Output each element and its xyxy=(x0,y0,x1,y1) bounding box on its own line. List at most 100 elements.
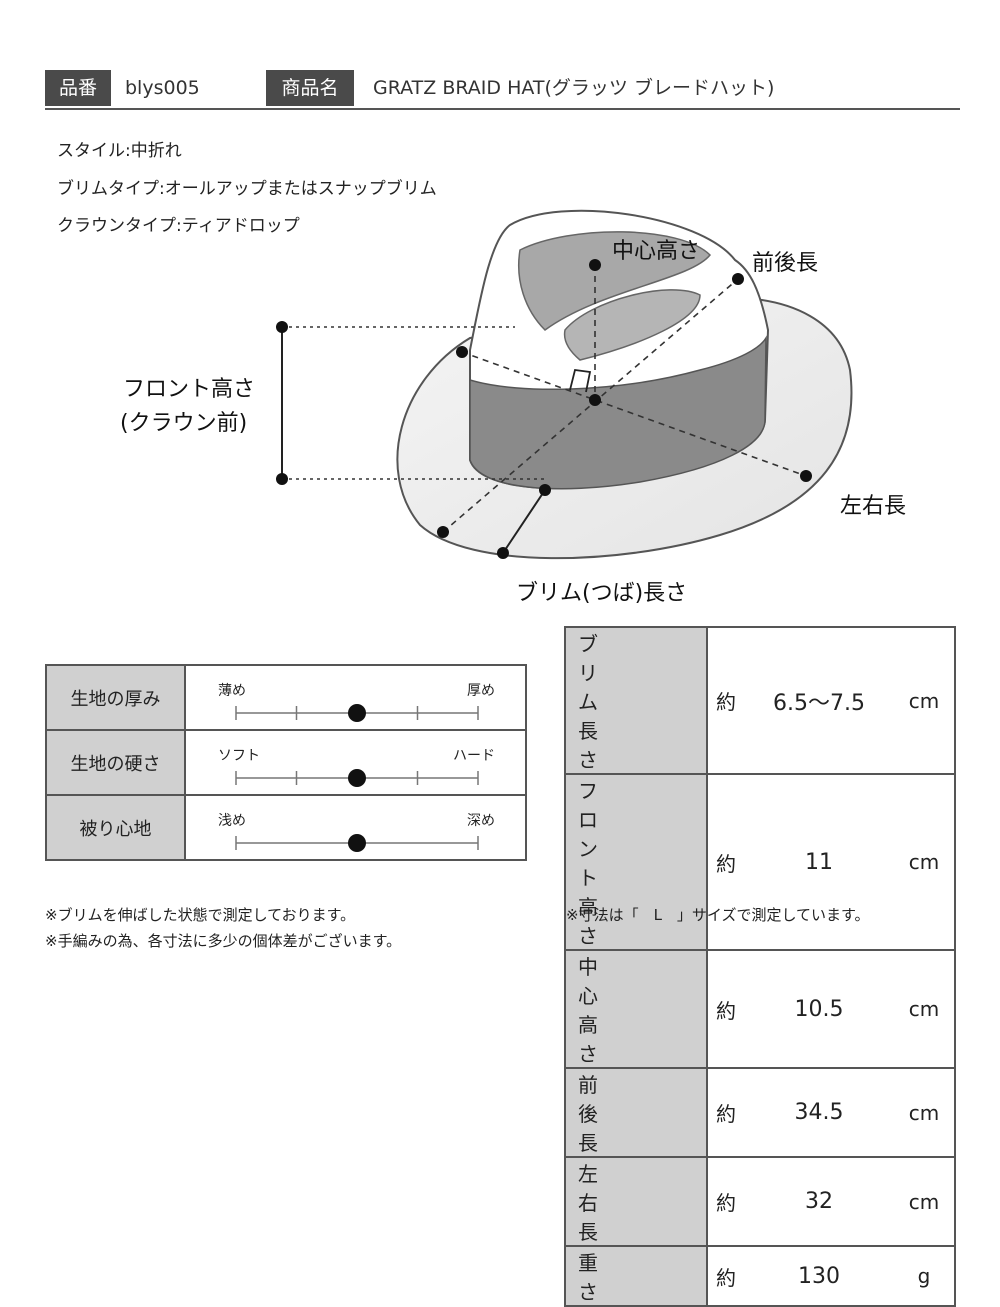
label-char: さ xyxy=(578,1280,598,1304)
left-right-line xyxy=(461,351,807,477)
scale-low-label: ソフト xyxy=(218,748,260,764)
measurement-label-text: 前後長 xyxy=(566,1069,706,1156)
product-name: GRATZ BRAID HAT(グラッツ ブレードハット) xyxy=(373,77,775,99)
label-char: 長 xyxy=(578,719,598,743)
scale-marker xyxy=(348,704,366,722)
note-size: ※寸法は「 L 」サイズで測定しています。 xyxy=(566,906,870,924)
scale-graphic xyxy=(235,834,479,852)
product-header: 品番 blys005 商品名 GRATZ BRAID HAT(グラッツ ブレード… xyxy=(45,70,960,110)
brim-length-line xyxy=(502,489,546,554)
measurement-label: 重さ xyxy=(564,1245,708,1307)
scale-graphic xyxy=(235,769,479,787)
scale-low-label: 浅め xyxy=(218,813,246,829)
label-char: ブ xyxy=(578,632,598,656)
label-char: 長 xyxy=(578,1220,598,1244)
crown-dent-front xyxy=(563,289,701,361)
fabric-label: 生地の硬さ xyxy=(45,729,186,796)
measurement-label-text: 重さ xyxy=(566,1247,706,1305)
measurement-label-text: ブリム長さ xyxy=(566,628,706,773)
measurement-label: 前後長 xyxy=(564,1067,708,1158)
label-brim-length: ブリム(つば)長さ xyxy=(516,581,688,606)
point-left-right-end xyxy=(800,470,812,482)
label-char: 前 xyxy=(578,1073,598,1097)
point-brim-inner xyxy=(539,484,551,496)
label-char: 心 xyxy=(578,984,598,1008)
label-char: 左 xyxy=(578,1162,598,1186)
label-char: 中 xyxy=(578,955,598,979)
label-char: 後 xyxy=(578,1102,598,1126)
label-char: ト xyxy=(578,866,598,890)
label-char: ム xyxy=(578,690,598,714)
measurement-value: 11 xyxy=(744,773,894,951)
product-number: blys005 xyxy=(125,77,200,99)
label-char: さ xyxy=(578,748,598,772)
point-front-height-bottom xyxy=(276,473,288,485)
measurement-value: 10.5 xyxy=(744,949,894,1069)
label-char: リ xyxy=(578,661,598,685)
measurement-label: 左右長 xyxy=(564,1156,708,1247)
scale-high-label: 深め xyxy=(467,813,495,829)
label-char: さ xyxy=(578,924,598,948)
front-back-line xyxy=(442,278,739,533)
point-front-height-top xyxy=(276,321,288,333)
measurement-label: 中心高さ xyxy=(564,949,708,1069)
measurement-label-text: 左右長 xyxy=(566,1158,706,1245)
label-char: 高 xyxy=(578,895,598,919)
approx-mark: 約 xyxy=(706,1156,744,1247)
point-brim-outer xyxy=(497,547,509,559)
measurement-label-text: 中心高さ xyxy=(566,951,706,1067)
scale-high-label: 厚め xyxy=(467,683,495,699)
approx-mark: 約 xyxy=(706,949,744,1069)
measurement-value: 32 xyxy=(744,1156,894,1247)
approx-mark: 約 xyxy=(706,1245,744,1307)
label-char: フ xyxy=(578,779,598,803)
fabric-row: 被り心地 浅め 深め xyxy=(45,794,527,861)
product-number-label: 品番 xyxy=(45,70,111,106)
fit-depth-scale: 浅め 深め xyxy=(186,796,525,859)
measurement-label-text: フロント高さ xyxy=(566,775,706,949)
note-handmade: ※手編みの為、各寸法に多少の個体差がございます。 xyxy=(45,932,402,950)
label-front-back: 前後長 xyxy=(752,251,819,276)
scale-graphic xyxy=(235,704,479,722)
measurement-value: 34.5 xyxy=(744,1067,894,1158)
point-front-back-end xyxy=(732,273,744,285)
spec-style: スタイル:中折れ xyxy=(57,141,182,161)
label-front-height-sub: (クラウン前) xyxy=(120,411,248,436)
scale-high-label: ハード xyxy=(453,748,495,764)
fabric-row: 生地の硬さ ソフト ハード xyxy=(45,729,527,796)
approx-mark: 約 xyxy=(706,1067,744,1158)
point-center-top xyxy=(589,259,601,271)
thickness-scale: 薄め 厚め xyxy=(186,666,525,729)
note-brim: ※ブリムを伸ばした状態で測定しております。 xyxy=(45,906,356,924)
label-char: ロ xyxy=(578,808,598,832)
scale-low-label: 薄め xyxy=(218,683,246,699)
measurement-unit: cm xyxy=(894,1156,956,1247)
point-left-right-start xyxy=(456,346,468,358)
label-char: さ xyxy=(578,1042,598,1066)
approx-mark: 約 xyxy=(706,773,744,951)
crown-dent-back xyxy=(518,231,712,331)
dent-fold-mark xyxy=(569,369,592,393)
measurement-unit: cm xyxy=(894,773,956,951)
measurement-value: 6.5〜7.5 xyxy=(744,626,894,775)
label-front-height: フロント高さ xyxy=(123,377,256,402)
measurement-unit: cm xyxy=(894,949,956,1069)
label-char: 重 xyxy=(578,1251,598,1275)
fabric-scale-table: 生地の厚み 薄め 厚め 生地の硬さ ソフト ハード 被り心地 浅め 深め xyxy=(45,664,527,861)
spec-crown-type: クラウンタイプ:ティアドロップ xyxy=(57,216,300,236)
fabric-row: 生地の厚み 薄め 厚め xyxy=(45,664,527,731)
scale-marker xyxy=(348,834,366,852)
label-left-right: 左右長 xyxy=(840,494,907,519)
measurement-unit: cm xyxy=(894,1067,956,1158)
measurement-unit: cm xyxy=(894,626,956,775)
scale-marker xyxy=(348,769,366,787)
measurement-value: 130 xyxy=(744,1245,894,1307)
hardness-scale: ソフト ハード xyxy=(186,731,525,794)
hat-diagram xyxy=(276,209,853,560)
